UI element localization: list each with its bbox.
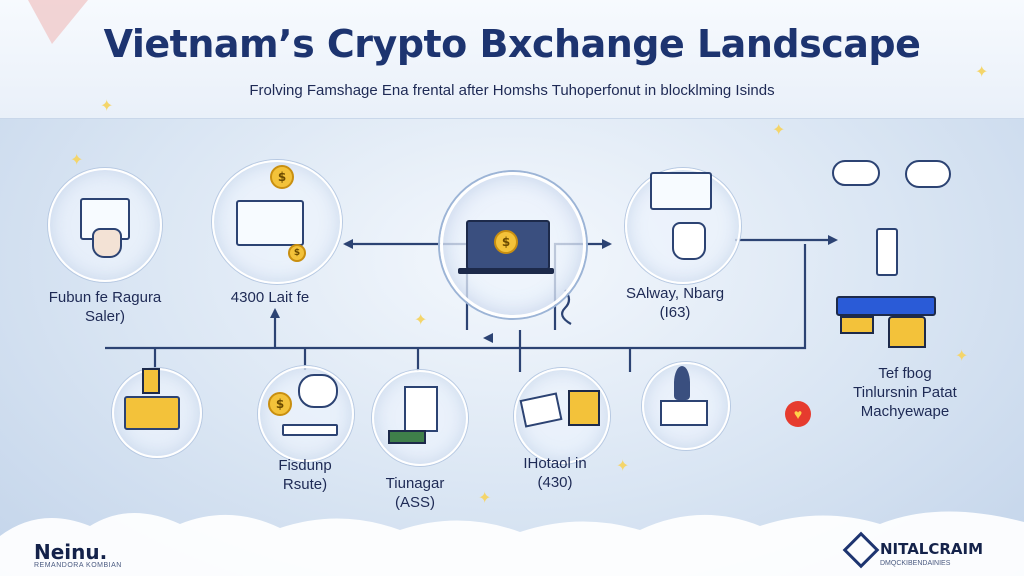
sparkle-icon: ✦ bbox=[955, 348, 969, 365]
page-subtitle: Frolving Famshage Ena frental after Homs… bbox=[249, 82, 775, 99]
cloud-footer bbox=[0, 511, 1024, 576]
coin-icon-small: $ bbox=[288, 244, 306, 262]
platform-icon bbox=[836, 296, 936, 316]
node-label-top-left: Fubun fe Ragura Saler) bbox=[10, 288, 200, 326]
book-icon bbox=[660, 400, 708, 426]
connector-main-horizontal bbox=[105, 244, 807, 350]
arrow-head-center bbox=[483, 333, 493, 343]
node-label-top-right: SAlway, Nbarg (I63) bbox=[590, 284, 760, 322]
node-label-top-center-left-line1: 4300 Lait fe bbox=[230, 289, 310, 306]
coin-icon-bottom: $ bbox=[268, 392, 292, 416]
connector-squiggle bbox=[561, 289, 572, 325]
arrow-head-right bbox=[602, 239, 612, 249]
calculator-icon bbox=[568, 390, 600, 426]
sparkle-icon: ✦ bbox=[70, 152, 84, 169]
box-icon bbox=[404, 386, 438, 432]
node-label-top-right-line1: SAlway, Nbarg bbox=[625, 285, 725, 302]
node-label-bottom-3-line1: Tiunagar bbox=[385, 475, 445, 492]
node-label-bottom-3: Tiunagar (ASS) bbox=[350, 474, 480, 512]
node-label-top-left-line1: Fubun fe Ragura bbox=[48, 289, 162, 306]
node-label-right-line3: Machyewape bbox=[860, 403, 950, 420]
node-label-top-center-left: 4300 Lait fe bbox=[195, 288, 345, 307]
node-label-top-right-line2: (I63) bbox=[659, 304, 691, 321]
sparkle-icon: ✦ bbox=[478, 490, 492, 507]
coin-icon-center: $ bbox=[494, 230, 518, 254]
node-label-right-line2: Tinlursnin Patat bbox=[853, 384, 957, 401]
monitor-icon-right bbox=[650, 172, 712, 210]
keyboard-icon bbox=[124, 396, 180, 430]
sparkle-icon: ✦ bbox=[100, 98, 114, 115]
heart-icon: ♥ bbox=[785, 401, 811, 427]
right-logo-subtitle: DMQCKIBENDAINIES bbox=[880, 560, 951, 567]
node-label-bottom-4: IHotaol in (430) bbox=[490, 454, 620, 492]
sparkle-icon: ✦ bbox=[414, 312, 428, 329]
pen-icon bbox=[876, 228, 898, 276]
cash-stack-icon bbox=[388, 430, 426, 444]
node-label-top-left-line2: Saler) bbox=[84, 308, 125, 325]
podium-icon bbox=[888, 316, 926, 348]
tag-icon bbox=[142, 368, 160, 394]
page-title: Vietnam’s Crypto Bxchange Landscape bbox=[103, 22, 921, 66]
progress-bar-icon bbox=[282, 424, 338, 436]
laptop-base bbox=[458, 268, 554, 274]
coin-icon: $ bbox=[270, 165, 294, 189]
node-label-bottom-2: Fisdunp Rsute) bbox=[240, 456, 370, 494]
right-logo: NITALCRAIM bbox=[880, 540, 984, 558]
header-banner bbox=[0, 0, 1024, 119]
sparkle-icon: ✦ bbox=[772, 122, 786, 139]
monitor-icon bbox=[236, 200, 304, 246]
cloud-icon bbox=[832, 160, 880, 186]
rocket-icon bbox=[674, 366, 690, 400]
node-label-bottom-4-line1: IHotaol in bbox=[523, 455, 587, 472]
hand-pointer-icon-right bbox=[672, 222, 706, 260]
node-label-bottom-2-line2: Rsute) bbox=[282, 476, 328, 493]
node-label-bottom-4-line2: (430) bbox=[537, 474, 573, 491]
sparkle-icon: ✦ bbox=[616, 458, 630, 475]
piggy-bank-icon bbox=[298, 374, 338, 408]
hand-pointer-icon bbox=[92, 228, 122, 258]
cloud-icon-right bbox=[905, 160, 951, 188]
stand-icon bbox=[840, 316, 874, 334]
arrow-head-left bbox=[343, 239, 353, 249]
arrow-head-far-right bbox=[828, 235, 838, 245]
node-label-right: Tef fbog Tinlursnin Patat Machyewape bbox=[820, 364, 990, 421]
arrow-head-up bbox=[270, 308, 280, 318]
sparkle-icon: ✦ bbox=[975, 64, 989, 81]
left-logo: Neinu. bbox=[34, 540, 108, 564]
node-label-bottom-3-line2: (ASS) bbox=[394, 494, 435, 511]
node-label-bottom-2-line1: Fisdunp bbox=[278, 457, 332, 474]
node-label-right-line1: Tef fbog bbox=[878, 365, 932, 382]
left-logo-subtitle: REMANDORA KOMBIAN bbox=[34, 562, 122, 569]
